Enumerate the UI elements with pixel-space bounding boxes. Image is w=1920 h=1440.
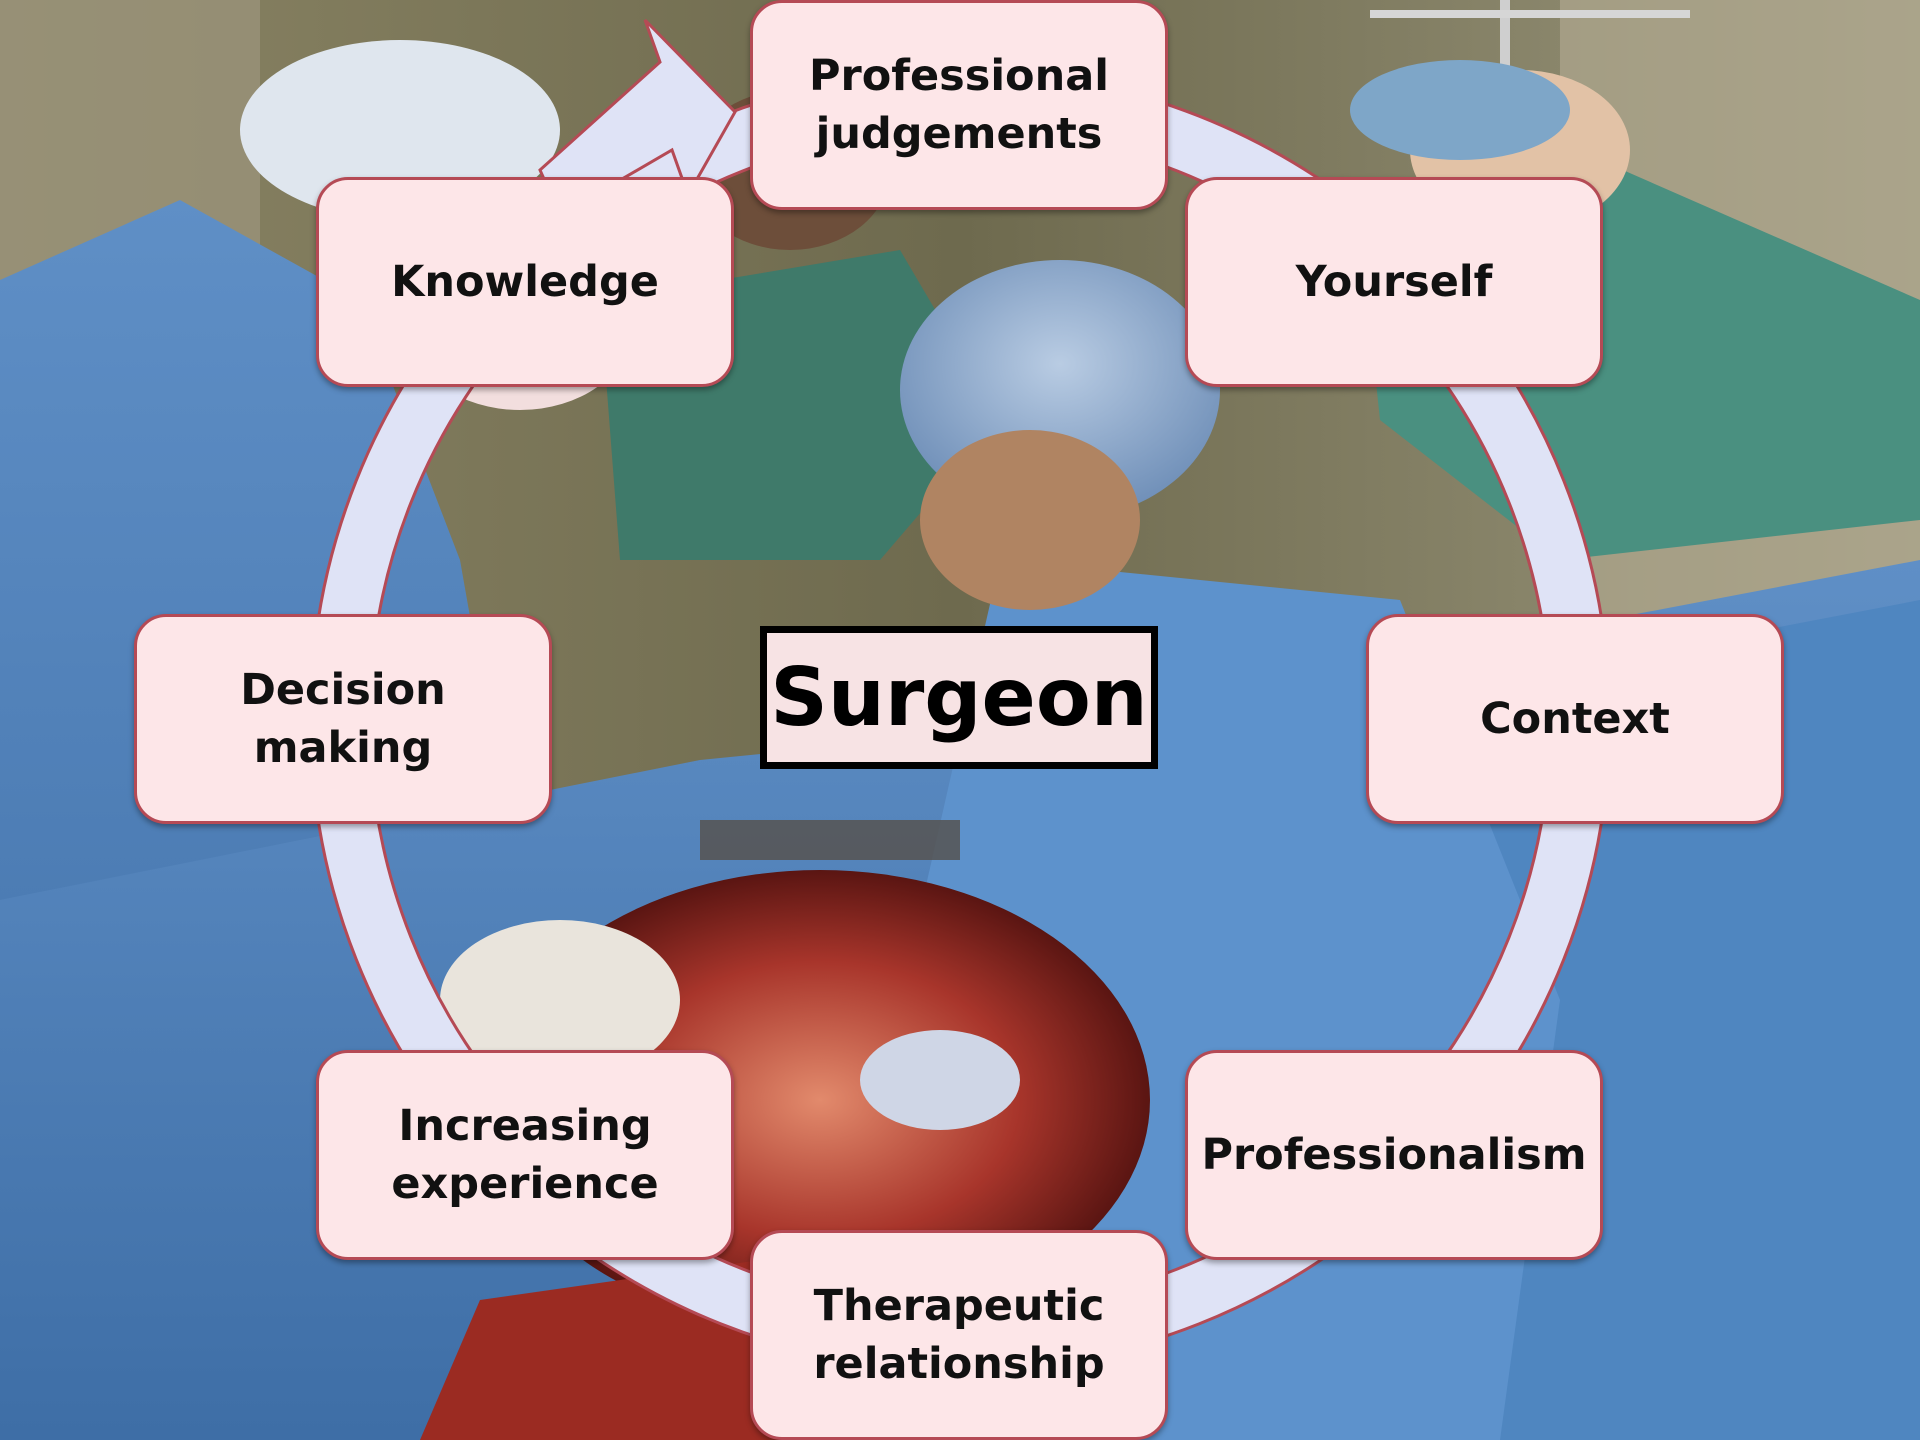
node-knowledge: Knowledge [316,177,734,387]
node-label: Knowledge [391,253,659,311]
center-label-box: Surgeon [760,626,1158,769]
node-therapeutic-relationship: Therapeutic relationship [750,1230,1168,1440]
node-label: Context [1480,690,1670,748]
node-label: Decision making [151,661,535,777]
center-label: Surgeon [770,651,1147,744]
node-label: Therapeutic relationship [767,1277,1151,1393]
node-professional-judgements: Professional judgements [750,0,1168,210]
node-context: Context [1366,614,1784,824]
node-increasing-experience: Increasing experience [316,1050,734,1260]
node-yourself: Yourself [1185,177,1603,387]
node-decision-making: Decision making [134,614,552,824]
node-label: Professional judgements [767,47,1151,163]
node-label: Increasing experience [333,1097,717,1213]
node-label: Professionalism [1201,1126,1586,1184]
node-professionalism: Professionalism [1185,1050,1603,1260]
node-label: Yourself [1296,253,1493,311]
